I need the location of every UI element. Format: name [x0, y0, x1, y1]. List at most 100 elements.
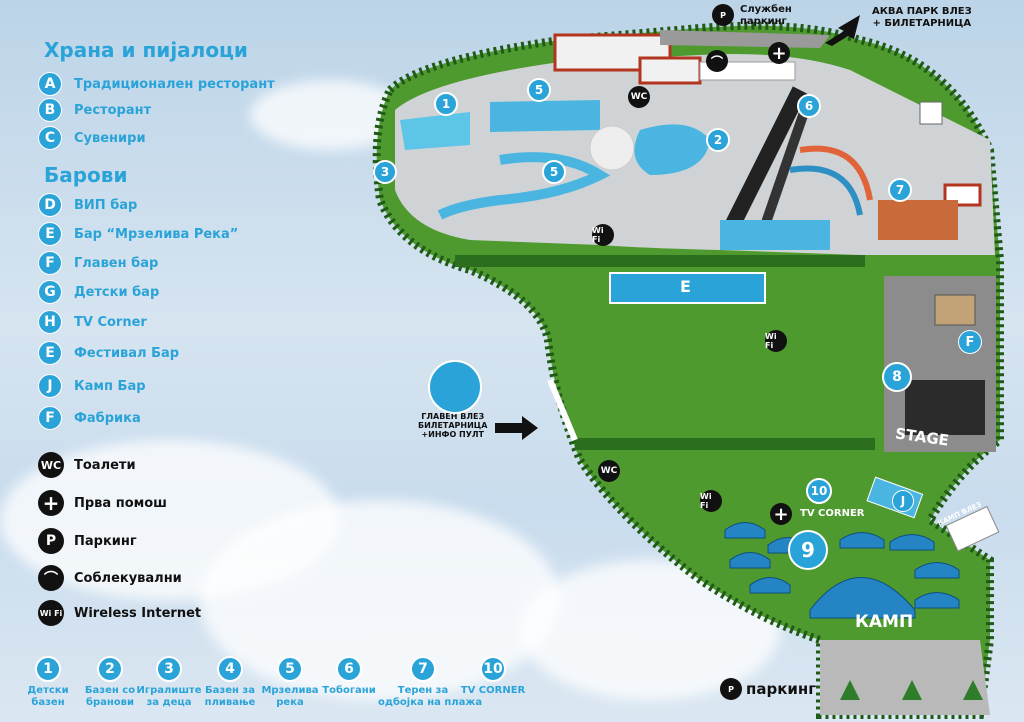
camp-bar-letter: J [892, 490, 914, 512]
map-pin-4: 5 [527, 78, 551, 102]
legend-row: B Ресторант [38, 98, 151, 122]
legend-key: H [38, 310, 62, 334]
attraction-2: 2 Базен со бранови [75, 656, 145, 709]
legend-row: E Фестивал Бар [38, 341, 179, 365]
legend-symbol-row: Wi Fi Wireless Internet [38, 600, 202, 626]
legend-key: A [38, 72, 62, 96]
legend-key: J [38, 374, 62, 398]
main-entrance-arrow [495, 416, 538, 440]
legend-row: G Детски бар [38, 280, 159, 304]
pool-4 [490, 100, 600, 132]
attraction-3: 3 Игралиште за деца [134, 656, 204, 709]
attraction-6: 6 Тобогани [314, 656, 384, 697]
legend-symbol-label: Wireless Internet [74, 605, 202, 621]
attraction-10: 10 TV CORNER [458, 656, 528, 697]
map-pin-3: 3 [373, 160, 397, 184]
legend-label: Фабрика [74, 410, 141, 426]
legend-row: J Камп Бар [38, 374, 146, 398]
bars-title: Барови [44, 163, 128, 187]
number-badge: 10 [480, 656, 506, 682]
attraction-label: Мрзелива река [261, 685, 319, 708]
legend-label: Главен бар [74, 255, 159, 271]
legend-row: F Главен бар [38, 251, 158, 275]
map-pin-10: 10 [806, 478, 832, 504]
wc-icon: WC [628, 86, 650, 108]
parking-icon: P [720, 678, 742, 700]
legend-key: F [38, 406, 62, 430]
attraction-label: Игралиште за деца [136, 685, 202, 708]
home-icon [428, 360, 482, 414]
aqua-entrance-label: АКВА ПАРК ВЛЕЗ + БИЛЕТАРНИЦА [872, 6, 972, 29]
aqua-entrance-arrow [825, 15, 860, 46]
map-pin-5: 5 [542, 160, 566, 184]
wifi-icon: Wi Fi [592, 224, 614, 246]
legend-row: E Бар “Мрзелива Река” [38, 222, 238, 246]
wifi-icon: Wi Fi [38, 600, 64, 626]
festival-bar-letter: E [680, 277, 691, 296]
pool-2 [634, 124, 710, 175]
food-title: Храна и пијалоци [44, 38, 248, 62]
legend-row: H TV Corner [38, 310, 147, 334]
number-badge: 5 [277, 656, 303, 682]
legend-symbol-row: ⌒ Соблекувални [38, 565, 182, 591]
lazy-river [437, 152, 611, 220]
wifi-icon: Wi Fi [700, 490, 722, 512]
legend-label: Сувенири [74, 130, 146, 146]
number-badge: 6 [336, 656, 362, 682]
main-entrance-label: ГЛАВЕН ВЛЕЗ БИЛЕТАРНИЦА +ИНФО ПУЛТ [418, 412, 488, 439]
legend-symbol-label: Прва помош [74, 495, 167, 511]
attraction-5: 5 Мрзелива река [255, 656, 325, 709]
legend-label: Традиционален ресторант [74, 76, 275, 92]
wc-icon: WC [598, 460, 620, 482]
legend-label: ВИП бар [74, 197, 138, 213]
legend-symbol-row: P Паркинг [38, 528, 137, 554]
legend-key: G [38, 280, 62, 304]
attraction-4: 4 Базен за пливање [195, 656, 265, 709]
tv-corner-label: TV CORNER [800, 508, 865, 519]
legend-row: A Традиционален ресторант [38, 72, 275, 96]
number-badge: 2 [97, 656, 123, 682]
map-pin-2: 2 [706, 128, 730, 152]
legend-key: D [38, 193, 62, 217]
number-badge: 3 [156, 656, 182, 682]
legend-row: D ВИП бар [38, 193, 137, 217]
map-pin-6: 6 [797, 94, 821, 118]
parking-label: паркинг [746, 680, 817, 698]
attraction-7: 7 Терен за одбојка на плажа [378, 656, 483, 709]
map-pin-8: 8 [882, 362, 912, 392]
attraction-label: Детски базен [27, 685, 69, 708]
attraction-label: Базен за пливање [204, 685, 256, 708]
legend-key: E [38, 341, 62, 365]
legend-key: C [38, 126, 62, 150]
parking-icon: P [38, 528, 64, 554]
attraction-1: 1 Детски базен [13, 656, 83, 709]
legend-symbol-row: WC Тоалети [38, 452, 136, 478]
wc-icon: WC [38, 452, 64, 478]
legend-row: F Фабрика [38, 406, 141, 430]
attraction-label: Терен за одбојка на плажа [378, 685, 483, 708]
legend-label: Фестивал Бар [74, 345, 180, 361]
camp-label: КАМП [855, 612, 914, 632]
attraction-label: Тобогани [322, 685, 376, 696]
legend-label: Детски бар [74, 284, 160, 300]
first-aid-icon: + [38, 490, 64, 516]
legend-key: E [38, 222, 62, 246]
legend-label: Бар “Мрзелива Река” [74, 226, 239, 242]
first-aid-icon: + [770, 503, 792, 525]
legend-symbol-label: Паркинг [74, 533, 137, 549]
fabrika-letter: F [958, 330, 982, 354]
attraction-label: TV CORNER [460, 685, 526, 696]
legend-label: Камп Бар [74, 378, 146, 394]
hanger-icon: ⌒ [38, 565, 64, 591]
map-pin-1: 1 [434, 92, 458, 116]
number-badge: 7 [410, 656, 436, 682]
map-pin-7: 7 [888, 178, 912, 202]
legend-label: TV Corner [74, 314, 147, 330]
legend-key: B [38, 98, 62, 122]
first-aid-icon: + [768, 42, 790, 64]
legend-row: C Сувенири [38, 126, 146, 150]
legend: Храна и пијалоци A Традиционален рестора… [0, 0, 400, 722]
legend-symbol-label: Соблекувални [74, 570, 182, 586]
attraction-label: Базен со бранови [84, 685, 136, 708]
hanger-icon: ⌒ [706, 50, 728, 72]
